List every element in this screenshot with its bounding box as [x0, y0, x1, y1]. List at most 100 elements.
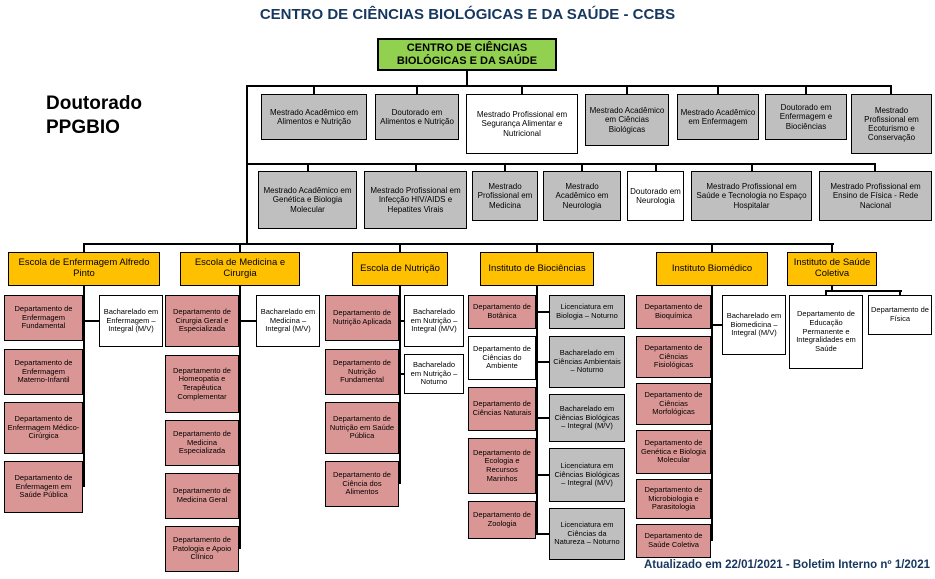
connector-line: [536, 533, 550, 535]
connector-line: [399, 243, 401, 252]
program-box: Mestrado Profissional em Segurança Alime…: [466, 94, 578, 154]
connector-line: [239, 286, 241, 549]
department-box: Departamento de Ciências do Ambiente: [468, 336, 536, 380]
connector-line: [415, 163, 417, 171]
department-box: Departamento de Homeopatia e Terapêutica…: [165, 355, 239, 413]
department-box: Departamento de Enfermagem Fundamental: [4, 295, 83, 341]
connector-line: [536, 361, 550, 363]
unit-instituto-saude-coletiva: Instituto de Saúde Coletiva: [787, 252, 877, 286]
program-box: Doutorado em Neurologia: [627, 171, 684, 221]
connector-line: [83, 243, 834, 245]
connector-line: [890, 85, 892, 94]
connector-line: [399, 320, 405, 322]
connector-line: [416, 85, 418, 94]
course-box: Bacharelado em Ciências Biológicas – Int…: [549, 394, 625, 442]
program-box: Doutorado em Enfermagem e Biociências: [765, 94, 847, 140]
course-box: Bacharelado em Ciências Ambientais – Not…: [549, 336, 625, 388]
department-box: Departamento de Ecologia e Recursos Mari…: [468, 438, 536, 494]
department-box: Departamento de Saúde Coletiva: [636, 524, 711, 558]
department-box: Departamento de Nutrição Fundamental: [325, 349, 399, 395]
course-box: Bacharelado em Nutrição – Integral (M/V): [404, 295, 464, 347]
department-box: Departamento de Medicina Geral: [165, 473, 239, 519]
connector-line: [717, 85, 719, 94]
department-box: Departamento de Ciências Naturais: [468, 387, 536, 431]
course-box: Bacharelado em Nutrição – Noturno: [404, 354, 464, 394]
course-box: Licenciatura em Biologia – Noturno: [549, 295, 625, 329]
course-box: Bacharelado em Medicina – Integral (M/V): [256, 295, 320, 347]
department-box: Departamento de Bioquímica: [636, 295, 711, 329]
department-box: Departamento de Zoologia: [468, 501, 536, 539]
connector-line: [536, 417, 550, 419]
program-box: Mestrado Acadêmico em Genética e Biologi…: [258, 171, 357, 229]
department-box: Departamento de Microbiologia e Parasito…: [636, 479, 711, 519]
connector-line: [874, 163, 876, 171]
connector-line: [581, 163, 583, 171]
course-box: Licenciatura em Ciências da Natureza – N…: [549, 508, 625, 560]
program-box: Mestrado Profissional em Medicina: [472, 171, 538, 221]
department-box: Departamento de Nutrição Aplicada: [325, 295, 399, 341]
connector-line: [711, 243, 713, 252]
program-box: Mestrado Profissional em Saúde e Tecnolo…: [691, 171, 812, 221]
connector-line: [521, 85, 523, 94]
course-box: Bacharelado em Enfermagem – Integral (M/…: [99, 295, 163, 347]
connector-line: [399, 286, 401, 484]
connector-line: [825, 290, 827, 296]
chart-title: CENTRO DE CIÊNCIAS BIOLÓGICAS E DA SAÚDE…: [259, 6, 676, 23]
connector-line: [711, 286, 713, 541]
connector-line: [626, 85, 628, 94]
connector-line: [655, 163, 657, 171]
unit-instituto-biomedico: Instituto Biomédico: [656, 252, 768, 286]
root-node: CENTRO DE CIÊNCIAS BIOLÓGICAS E DA SAÚDE: [377, 38, 557, 71]
connector-line: [83, 243, 85, 252]
program-box: Mestrado Profissional em Infecção HIV/AI…: [364, 171, 467, 229]
connector-line: [536, 286, 538, 535]
connector-line: [83, 320, 99, 322]
unit-instituto-biociencias: Instituto de Biociências: [480, 252, 594, 286]
connector-line: [899, 290, 901, 296]
connector-line: [825, 290, 902, 292]
connector-line: [239, 320, 256, 322]
connector-line: [711, 324, 723, 326]
unit-escola-enfermagem: Escola de Enfermagem Alfredo Pinto: [8, 252, 160, 286]
connector-line: [536, 243, 538, 252]
connector-line: [313, 85, 315, 94]
department-box: Departamento de Física: [868, 295, 932, 335]
connector-line: [246, 163, 876, 165]
department-box: Departamento de Enfermagem Materno-Infan…: [4, 349, 83, 395]
department-box: Departamento de Nutrição em Saúde Públic…: [325, 402, 399, 454]
program-box: Mestrado Acadêmico em Neurologia: [543, 171, 621, 221]
connector-line: [831, 286, 833, 292]
department-box: Departamento de Cirurgia Geral e Especia…: [165, 295, 239, 347]
program-box: Mestrado Profissional em Ecoturismo e Co…: [851, 94, 932, 154]
department-box: Departamento de Medicina Especializada: [165, 420, 239, 466]
program-box: Mestrado Acadêmico em Ciências Biológica…: [585, 94, 669, 146]
department-box: Departamento de Enfermagem Médico-Cirúrg…: [4, 402, 83, 454]
connector-line: [246, 85, 892, 87]
connector-line: [239, 243, 241, 252]
department-box: Departamento de Enfermagem em Saúde Públ…: [4, 461, 83, 513]
connector-line: [307, 163, 309, 171]
department-box: Departamento de Educação Permanente e In…: [789, 295, 863, 369]
department-box: Departamento de Ciências Fisiológicas: [636, 336, 711, 378]
update-note: Atualizado em 22/01/2021 - Boletim Inter…: [643, 559, 930, 571]
department-box: Departamento de Ciências Morfológicas: [636, 383, 711, 425]
program-box: Mestrado Profissional em Ensino de Físic…: [819, 171, 932, 221]
unit-escola-medicina: Escola de Medicina e Cirurgia: [180, 252, 300, 286]
connector-line: [83, 286, 85, 487]
program-box: Mestrado Acadêmico em Enfermagem: [677, 94, 759, 140]
department-box: Departamento de Ciência dos Alimentos: [325, 461, 399, 507]
department-box: Departamento de Patologia e Apoio Clínic…: [165, 526, 239, 572]
program-box: Doutorado em Alimentos e Nutrição: [375, 94, 459, 140]
connector-line: [246, 85, 248, 245]
connector-line: [504, 163, 506, 171]
doutorado-ppgbio-label: Doutorado PPGBIO: [46, 93, 143, 138]
connector-line: [536, 474, 550, 476]
connector-line: [536, 311, 550, 313]
department-box: Departamento de Botânica: [468, 295, 536, 329]
unit-escola-nutricao: Escola de Nutrição: [352, 252, 448, 286]
program-box: Mestrado Acadêmico em Alimentos e Nutriç…: [261, 94, 367, 140]
connector-line: [805, 85, 807, 94]
course-box: Bacharelado em Biomedicina – Integral (M…: [722, 295, 786, 355]
connector-line: [831, 243, 833, 252]
